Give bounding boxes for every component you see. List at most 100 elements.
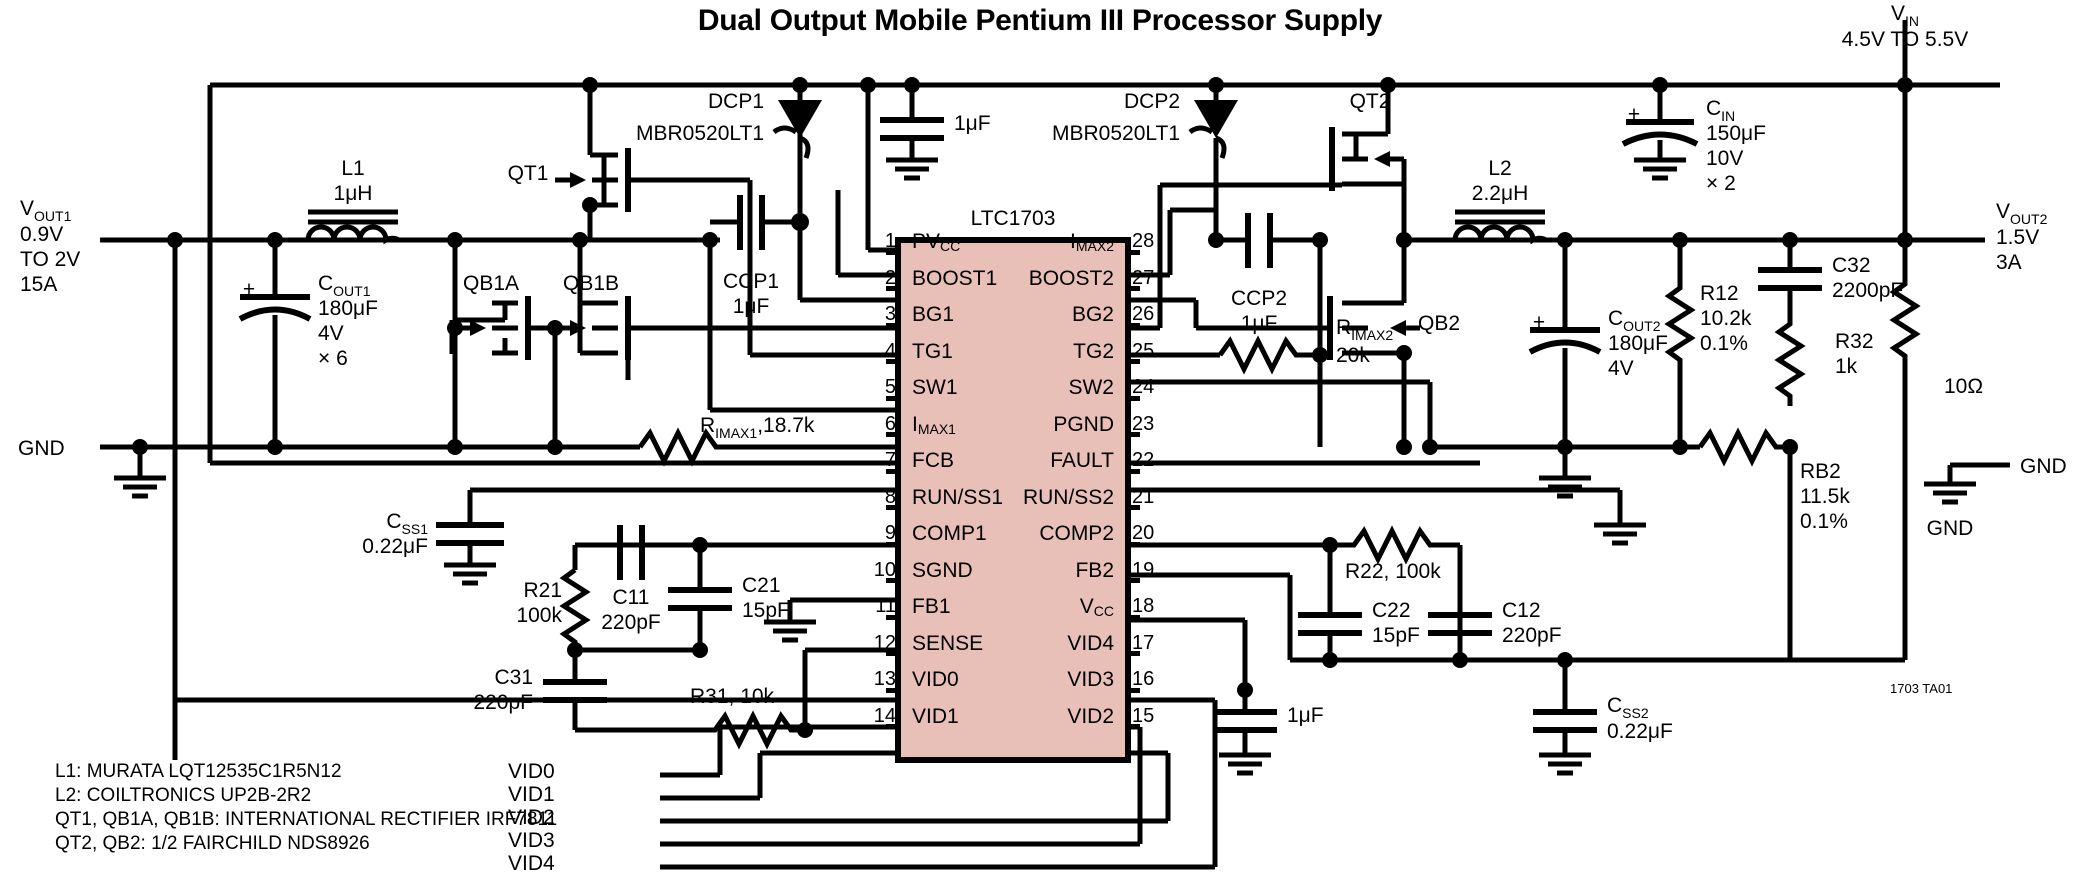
- cout2-voltage: 4V: [1608, 357, 1634, 380]
- junction: [1672, 439, 1688, 455]
- cin-value: 150μF: [1706, 122, 1766, 145]
- ccp2-value: 1μF: [1241, 312, 1278, 335]
- dcp1-schottky-bar: [772, 125, 811, 159]
- l2-value: 2.2μH: [1472, 182, 1528, 205]
- junction: [1557, 652, 1573, 668]
- ic-pin-label-TG2: TG2: [1073, 339, 1114, 363]
- ic-pin-stub: [1126, 541, 1140, 547]
- qb2-body-diode: [1390, 320, 1406, 336]
- dcp2-triangle: [1194, 100, 1238, 138]
- vout1-line2: TO 2V: [20, 248, 80, 271]
- ic-pin-number-22: 22: [1132, 449, 1155, 471]
- ic-pin-label-SGND: SGND: [912, 558, 973, 582]
- ic-pin-stub: [1126, 286, 1140, 291]
- qb1b-body-diode: [570, 320, 586, 336]
- r12-ref: R12: [1700, 282, 1739, 305]
- ic-pin-stub: [886, 505, 900, 510]
- qb1b-ref: QB1B: [563, 272, 619, 295]
- ic-pin-label-FB1: FB1: [912, 595, 951, 618]
- gnd-symbol-css2: [1539, 755, 1591, 773]
- ic-pin-stub: [886, 468, 900, 474]
- css1-value: 0.22μF: [362, 535, 428, 558]
- cout1-value: 180μF: [318, 297, 378, 320]
- ic-pin-number-9: 9: [884, 522, 896, 544]
- ic-pin-number-26: 26: [1132, 303, 1155, 325]
- ic-pin-label-SENSE: SENSE: [912, 631, 984, 655]
- cout2-ref: COUT2: [1608, 307, 1661, 334]
- ic-pin-stub: [886, 614, 900, 620]
- junction: [132, 439, 148, 455]
- ic-pin-stub: [1126, 249, 1140, 255]
- ic-pin-stub: [1126, 432, 1140, 437]
- rimax1-label: RIMAX1,18.7k: [700, 414, 815, 441]
- c12-value: 220pF: [1502, 624, 1562, 647]
- ic-pin-number-10: 10: [873, 558, 896, 581]
- ic-pin-label-VID4: VID4: [1067, 631, 1114, 655]
- ic-pin-stub: [886, 249, 900, 255]
- ic-pin-stub: [1126, 395, 1140, 401]
- ic-pin-stub: [1126, 614, 1140, 620]
- ic-pin-stub: [886, 687, 900, 693]
- gnd-right-label-1: GND: [2020, 455, 2067, 478]
- vid-bus-label-vid3: VID3: [508, 829, 555, 852]
- note-line-4: QT2, QB2: 1/2 FAIRCHILD NDS8926: [55, 833, 370, 854]
- css2-value: 0.22μF: [1607, 720, 1673, 743]
- l2-coil: [1452, 224, 1548, 245]
- figure-ref-id: 1703 TA01: [1890, 681, 1952, 696]
- ic-pin-stub: [886, 395, 900, 401]
- cout1-voltage: 4V: [318, 322, 344, 345]
- junction: [582, 197, 598, 213]
- dcp1-ref: DCP1: [708, 90, 764, 113]
- qb1a-body-diode: [470, 320, 486, 336]
- qt1-ref: QT1: [508, 162, 549, 185]
- gnd-symbol-cin: [1634, 160, 1686, 178]
- ic-pin-label-VCC: VCC: [1079, 595, 1114, 619]
- ic-pin-number-20: 20: [1132, 522, 1155, 544]
- cin-qty: × 2: [1706, 172, 1736, 195]
- css2-ref: CSS2: [1607, 694, 1649, 721]
- junction: [267, 439, 283, 455]
- cvcc-a-value: 1μF: [954, 112, 991, 135]
- vid-bus-label-vid0: VID0: [508, 760, 555, 783]
- ic-pin-number-1: 1: [884, 230, 896, 252]
- ic-pin-number-14: 14: [873, 704, 896, 727]
- r21-ref: R21: [523, 579, 562, 602]
- qt1-body-diode: [570, 172, 586, 188]
- ic-body-ltc1703: [895, 237, 1131, 763]
- rimax1-resistor: [637, 427, 898, 467]
- r21-resistor: [559, 567, 591, 650]
- rb2-value: 11.5k: [1800, 485, 1850, 508]
- rload-resistor: [1889, 240, 1921, 378]
- ic-pin-number-3: 3: [884, 303, 896, 325]
- ic-pin-stub: [1126, 468, 1140, 474]
- gnd-symbol-cout2: [1539, 478, 1591, 496]
- cout2-value: 180μF: [1608, 332, 1668, 355]
- ic-pin-label-VID3: VID3: [1067, 668, 1114, 691]
- ic-pin-number-8: 8: [884, 485, 896, 508]
- c11-value: 220pF: [601, 611, 661, 634]
- ic-pin-label-IMAX1: IMAX1: [912, 412, 956, 437]
- ic-pin-label-VID2: VID2: [1067, 704, 1114, 728]
- cout1-plate-bottom: [238, 306, 312, 322]
- l1-ref: L1: [341, 157, 364, 180]
- ic-pin-stub: [1126, 724, 1140, 729]
- ic-pin-label-SW1: SW1: [912, 376, 958, 399]
- vout2-name: VOUT2: [1996, 200, 2048, 227]
- cout1-polarity: +: [243, 278, 255, 301]
- vout2-line1: 1.5V: [1996, 226, 2039, 249]
- ic-pin-stub: [886, 724, 900, 729]
- vid-bus-label-vid2: VID2: [508, 806, 555, 829]
- ic-pin-number-24: 24: [1132, 376, 1155, 398]
- l2-ref: L2: [1488, 157, 1511, 180]
- rb2-tol: 0.1%: [1800, 510, 1848, 533]
- note-line-1: L1: MURATA LQT12535C1R5N12: [55, 761, 342, 782]
- r12-tol: 0.1%: [1700, 332, 1748, 355]
- gnd-left-label: GND: [18, 437, 65, 460]
- ic-pin-stub: [1126, 359, 1140, 364]
- ic-pin-number-18: 18: [1132, 595, 1155, 617]
- ic-pin-number-19: 19: [1132, 558, 1155, 581]
- gnd-right-label-2: GND: [1927, 517, 1974, 540]
- vout1-line3: 15A: [20, 273, 57, 296]
- ic-pin-stub: [1126, 578, 1140, 583]
